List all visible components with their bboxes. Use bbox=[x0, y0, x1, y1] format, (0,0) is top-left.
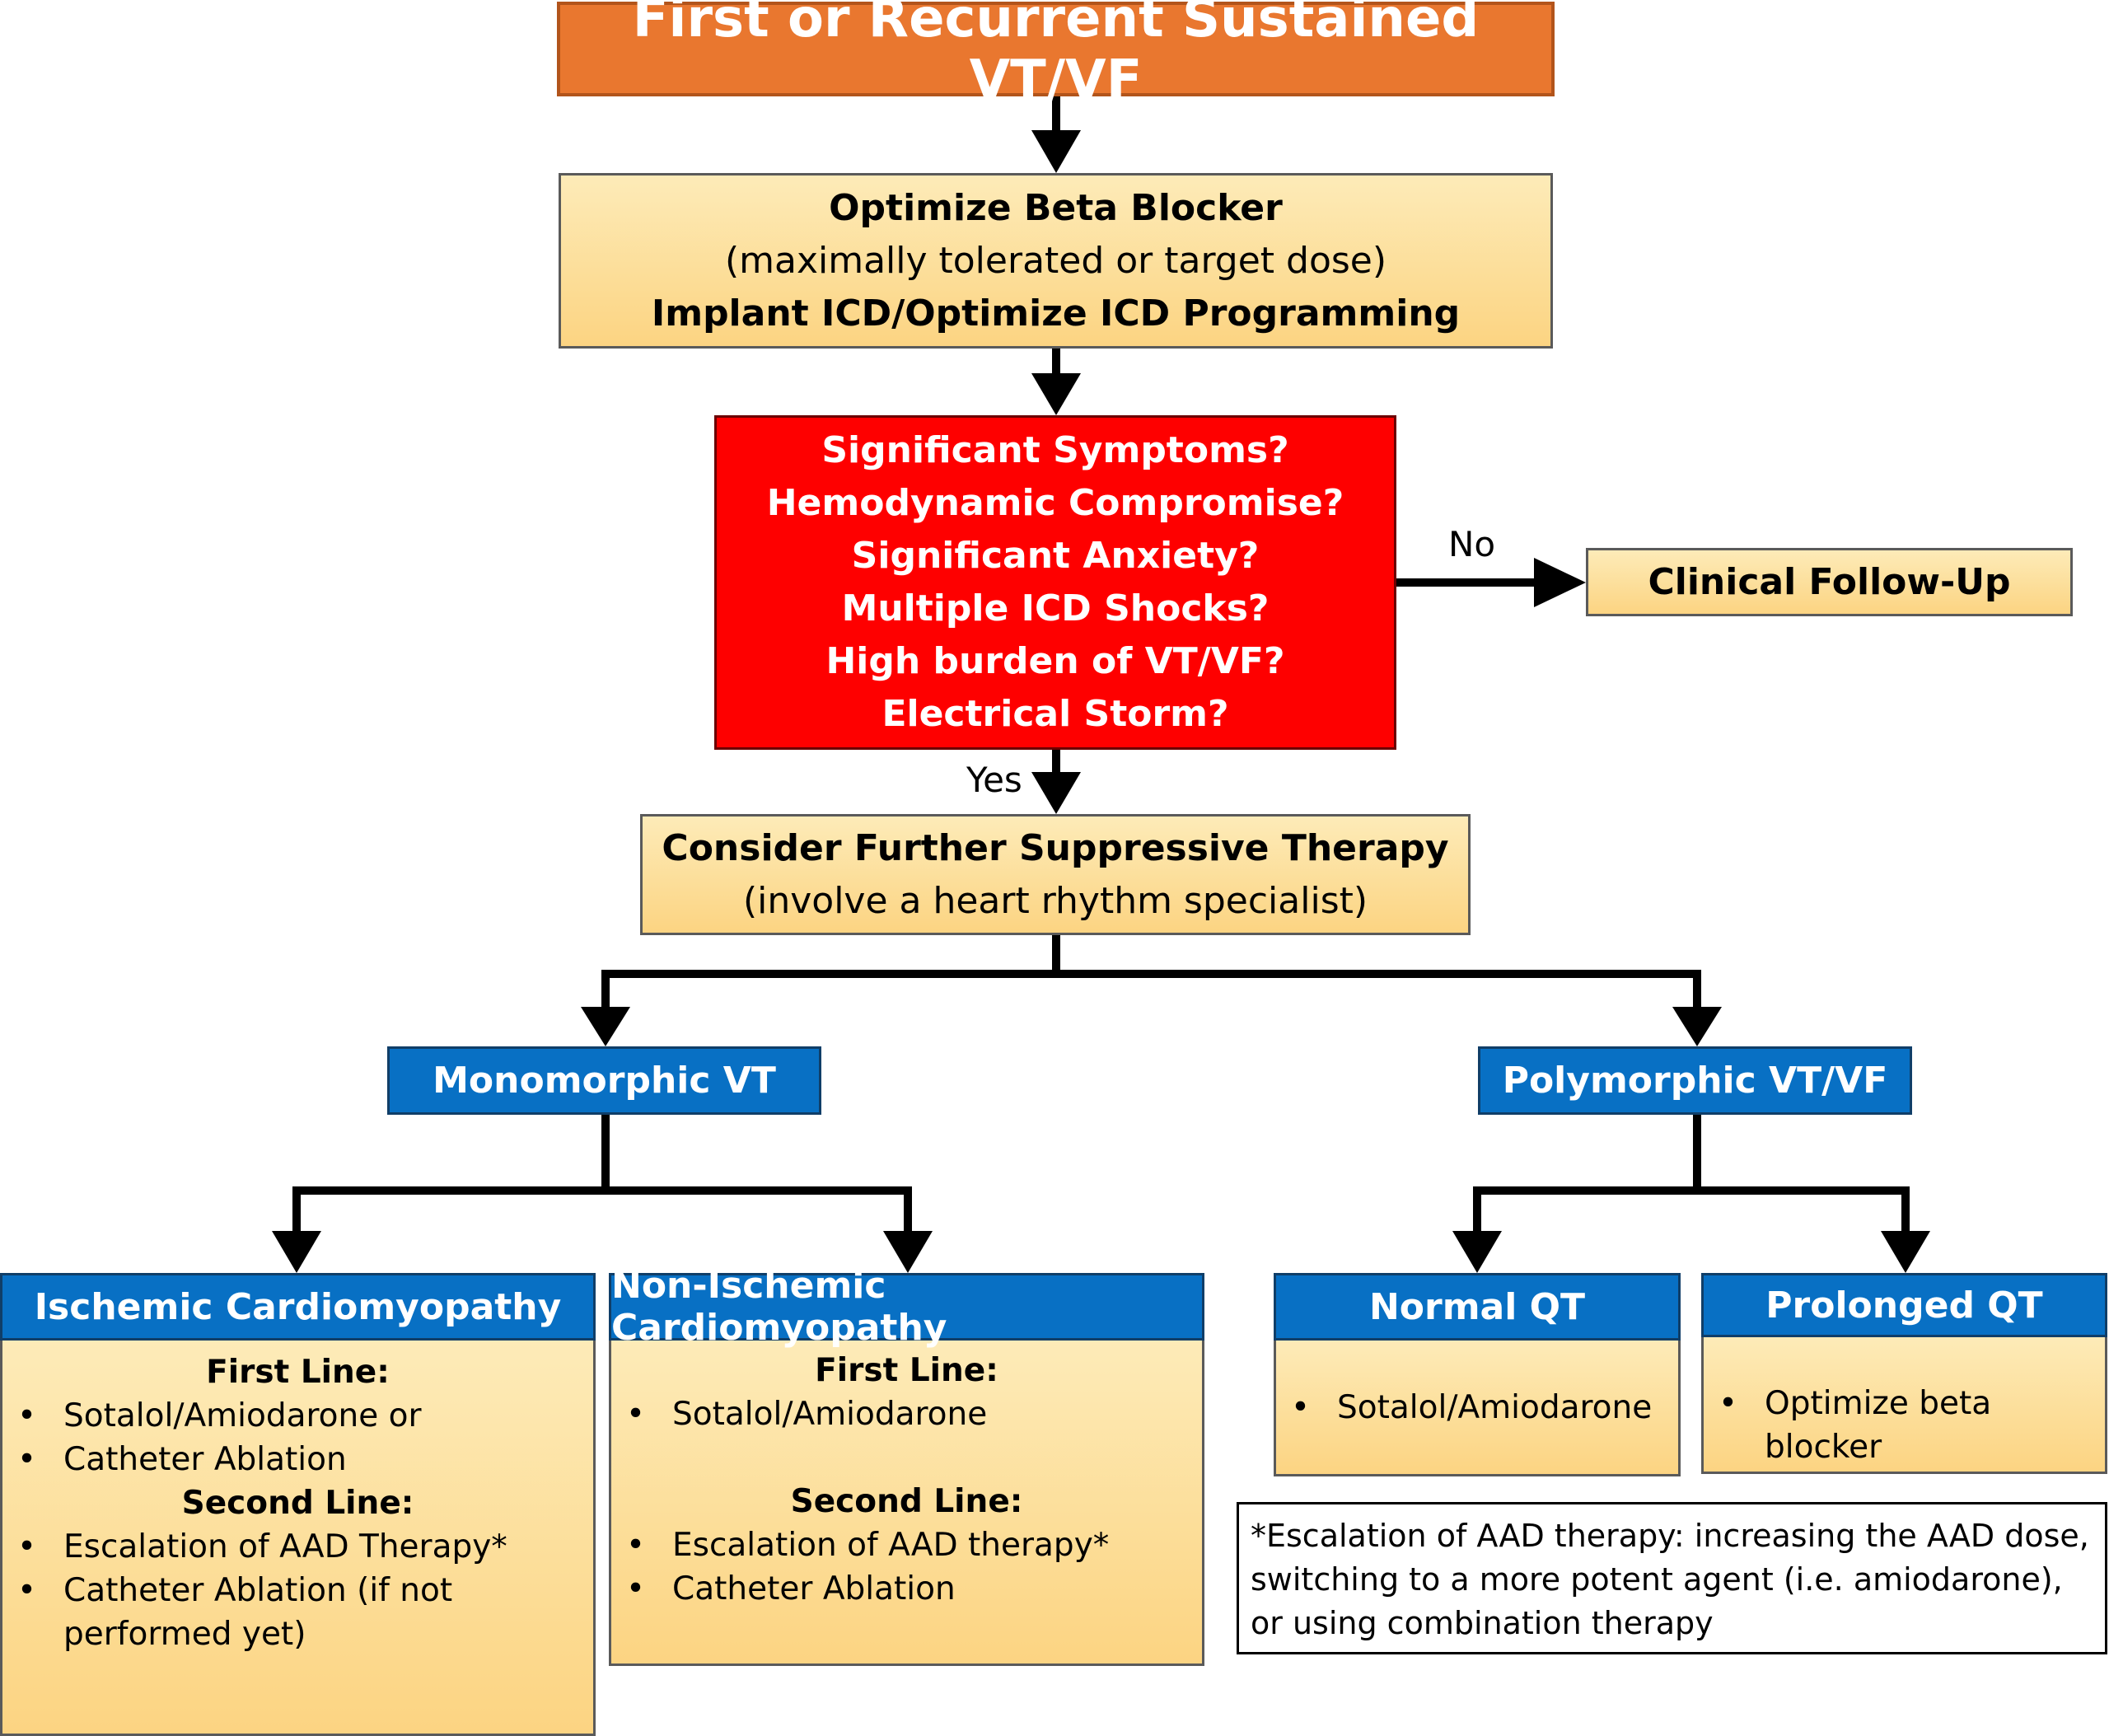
decision-question: Electrical Storm? bbox=[881, 693, 1229, 735]
footnote-box: *Escalation of AAD therapy: increasing t… bbox=[1237, 1502, 2107, 1654]
list-item: Escalation of AAD therapy* bbox=[611, 1523, 1202, 1567]
prolonged-qt-title: Prolonged QT bbox=[1701, 1273, 2107, 1337]
polymorphic-box: Polymorphic VT/VF bbox=[1478, 1046, 1912, 1115]
normal-qt-body: Sotalol/Amiodarone bbox=[1274, 1341, 1681, 1476]
arrowhead-mono bbox=[581, 1007, 630, 1046]
ischemic-body: First Line: Sotalol/Amiodarone or Cathet… bbox=[0, 1341, 596, 1736]
connector-poly-split bbox=[1473, 1186, 1910, 1233]
list-item: Optimize beta blocker bbox=[1704, 1382, 2105, 1469]
arrowhead-poly bbox=[1672, 1007, 1722, 1046]
consider-box: Consider Further Suppressive Therapy (in… bbox=[640, 814, 1471, 935]
arrowhead-consider bbox=[1031, 772, 1081, 814]
non-ischemic-second-line-label: Second Line: bbox=[790, 1483, 1023, 1520]
optimize-line1: Optimize Beta Blocker bbox=[829, 186, 1283, 229]
arrowhead-optimize bbox=[1031, 130, 1081, 173]
start-title: First or Recurrent Sustained VT/VF bbox=[632, 0, 1480, 110]
ischemic-panel: Ischemic Cardiomyopathy First Line: Sota… bbox=[0, 1273, 596, 1736]
non-ischemic-title: Non-Ischemic Cardiomyopathy bbox=[609, 1265, 1204, 1349]
arrowhead-normal-qt bbox=[1452, 1231, 1502, 1273]
decision-question: High burden of VT/VF? bbox=[825, 640, 1285, 682]
prolonged-qt-body: Optimize beta blocker bbox=[1701, 1337, 2107, 1474]
ischemic-second-line-label: Second Line: bbox=[181, 1485, 414, 1522]
arrowhead-prolonged-qt bbox=[1881, 1231, 1930, 1273]
yes-label: Yes bbox=[966, 760, 1022, 800]
decision-box: Significant Symptoms? Hemodynamic Compro… bbox=[714, 415, 1396, 750]
ischemic-first-line-label: First Line: bbox=[206, 1354, 390, 1391]
list-item: Catheter Ablation bbox=[2, 1438, 593, 1481]
decision-question: Significant Symptoms? bbox=[821, 429, 1289, 471]
list-item: Catheter Ablation bbox=[611, 1567, 1202, 1611]
optimize-line3: Implant ICD/Optimize ICD Programming bbox=[651, 292, 1461, 335]
prolonged-qt-panel: Prolonged QT Optimize beta blocker bbox=[1701, 1273, 2107, 1474]
follow-up-box: Clinical Follow-Up bbox=[1586, 548, 2073, 616]
non-ischemic-panel: Non-Ischemic Cardiomyopathy First Line: … bbox=[609, 1265, 1204, 1666]
list-item: Catheter Ablation (if not performed yet) bbox=[2, 1569, 593, 1656]
connector-consider-split bbox=[601, 970, 1701, 1009]
decision-question: Significant Anxiety? bbox=[851, 535, 1260, 577]
optimize-line2: (maximally tolerated or target dose) bbox=[724, 239, 1387, 282]
list-item: Sotalol/Amiodarone bbox=[1276, 1386, 1678, 1430]
normal-qt-panel: Normal QT Sotalol/Amiodarone bbox=[1274, 1273, 1681, 1476]
consider-line1: Consider Further Suppressive Therapy bbox=[662, 826, 1449, 869]
list-item: Sotalol/Amiodarone or bbox=[2, 1394, 593, 1438]
decision-question: Multiple ICD Shocks? bbox=[841, 587, 1270, 629]
non-ischemic-body: First Line: Sotalol/Amiodarone Second Li… bbox=[609, 1341, 1204, 1666]
list-item: Escalation of AAD Therapy* bbox=[2, 1525, 593, 1569]
polymorphic-label: Polymorphic VT/VF bbox=[1502, 1060, 1888, 1102]
monomorphic-label: Monomorphic VT bbox=[433, 1060, 776, 1102]
arrowhead-decision bbox=[1031, 373, 1081, 415]
consider-line2: (involve a heart rhythm specialist) bbox=[742, 879, 1368, 922]
follow-up-label: Clinical Follow-Up bbox=[1648, 561, 2011, 603]
ischemic-title: Ischemic Cardiomyopathy bbox=[0, 1273, 596, 1341]
no-label: No bbox=[1448, 524, 1496, 564]
monomorphic-box: Monomorphic VT bbox=[387, 1046, 821, 1115]
normal-qt-title: Normal QT bbox=[1274, 1273, 1681, 1341]
arrowhead-ischemic bbox=[272, 1231, 321, 1273]
connector-mono-split bbox=[292, 1186, 912, 1233]
decision-question: Hemodynamic Compromise? bbox=[766, 482, 1344, 524]
arrowhead-followup bbox=[1534, 558, 1586, 607]
start-box: First or Recurrent Sustained VT/VF bbox=[557, 0, 1555, 110]
footnote-text: *Escalation of AAD therapy: increasing t… bbox=[1251, 1518, 2089, 1641]
non-ischemic-first-line-label: First Line: bbox=[815, 1352, 998, 1389]
optimize-box: Optimize Beta Blocker (maximally tolerat… bbox=[559, 173, 1553, 349]
list-item: Sotalol/Amiodarone bbox=[611, 1392, 1202, 1436]
